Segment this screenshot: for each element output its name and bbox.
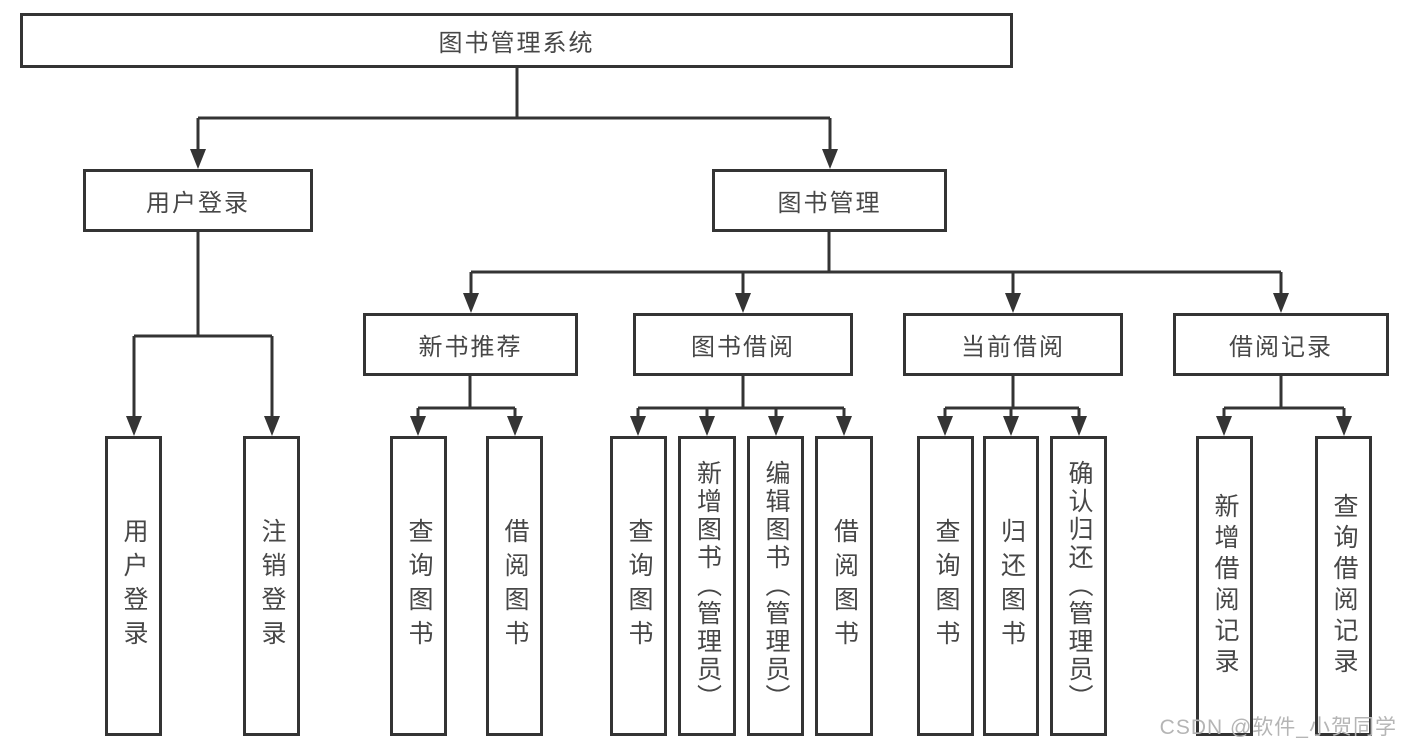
arrowheads-level3 xyxy=(463,293,1289,313)
leaf-borrow-edit-book-admin: 编辑图书（管理员） xyxy=(747,436,804,736)
connector-root-to-level2 xyxy=(196,68,832,150)
leaf-current-query-book: 查询图书 xyxy=(917,436,974,736)
leaf-current-confirm-return-admin: 确认归还（管理员） xyxy=(1050,436,1107,736)
connector-borrow-records-children xyxy=(1222,376,1346,417)
csdn-watermark: CSDN @软件_小贺同学 xyxy=(1159,716,1397,739)
leaf-newbooks-borrow-book: 借阅图书 xyxy=(486,436,543,736)
connector-current-borrow-children xyxy=(943,376,1081,417)
node-book-management: 图书管理 xyxy=(712,169,947,232)
arrowheads-current-borrow-children xyxy=(937,416,1087,436)
arrowheads-borrow-records-children xyxy=(1216,416,1352,436)
node-borrow-records: 借阅记录 xyxy=(1173,313,1389,376)
arrowheads-new-books-children xyxy=(410,416,523,436)
leaf-records-add-record: 新增借阅记录 xyxy=(1196,436,1253,736)
leaf-current-return-book: 归还图书 xyxy=(983,436,1039,736)
node-user-login: 用户登录 xyxy=(83,169,313,232)
node-book-borrow: 图书借阅 xyxy=(633,313,853,376)
connector-book-borrow-children xyxy=(636,376,846,417)
leaf-borrow-add-book-admin: 新增图书（管理员） xyxy=(678,436,736,736)
arrowheads-user-login-children xyxy=(126,416,280,436)
leaf-logout: 注销登录 xyxy=(243,436,300,736)
node-current-borrow: 当前借阅 xyxy=(903,313,1123,376)
leaf-newbooks-query-book: 查询图书 xyxy=(390,436,447,736)
connector-user-login-children xyxy=(132,232,274,417)
node-new-book-recommend: 新书推荐 xyxy=(363,313,578,376)
node-root-library-system: 图书管理系统 xyxy=(20,13,1013,68)
arrowheads-book-borrow-children xyxy=(630,416,852,436)
connector-new-books-children xyxy=(416,376,517,417)
arrowheads-level2 xyxy=(190,149,838,169)
leaf-records-query-record: 查询借阅记录 xyxy=(1315,436,1372,736)
leaf-borrow-borrow-book: 借阅图书 xyxy=(815,436,873,736)
leaf-user-login: 用户登录 xyxy=(105,436,162,736)
leaf-borrow-query-book: 查询图书 xyxy=(610,436,667,736)
connector-book-mgmt-to-level3 xyxy=(469,232,1283,294)
